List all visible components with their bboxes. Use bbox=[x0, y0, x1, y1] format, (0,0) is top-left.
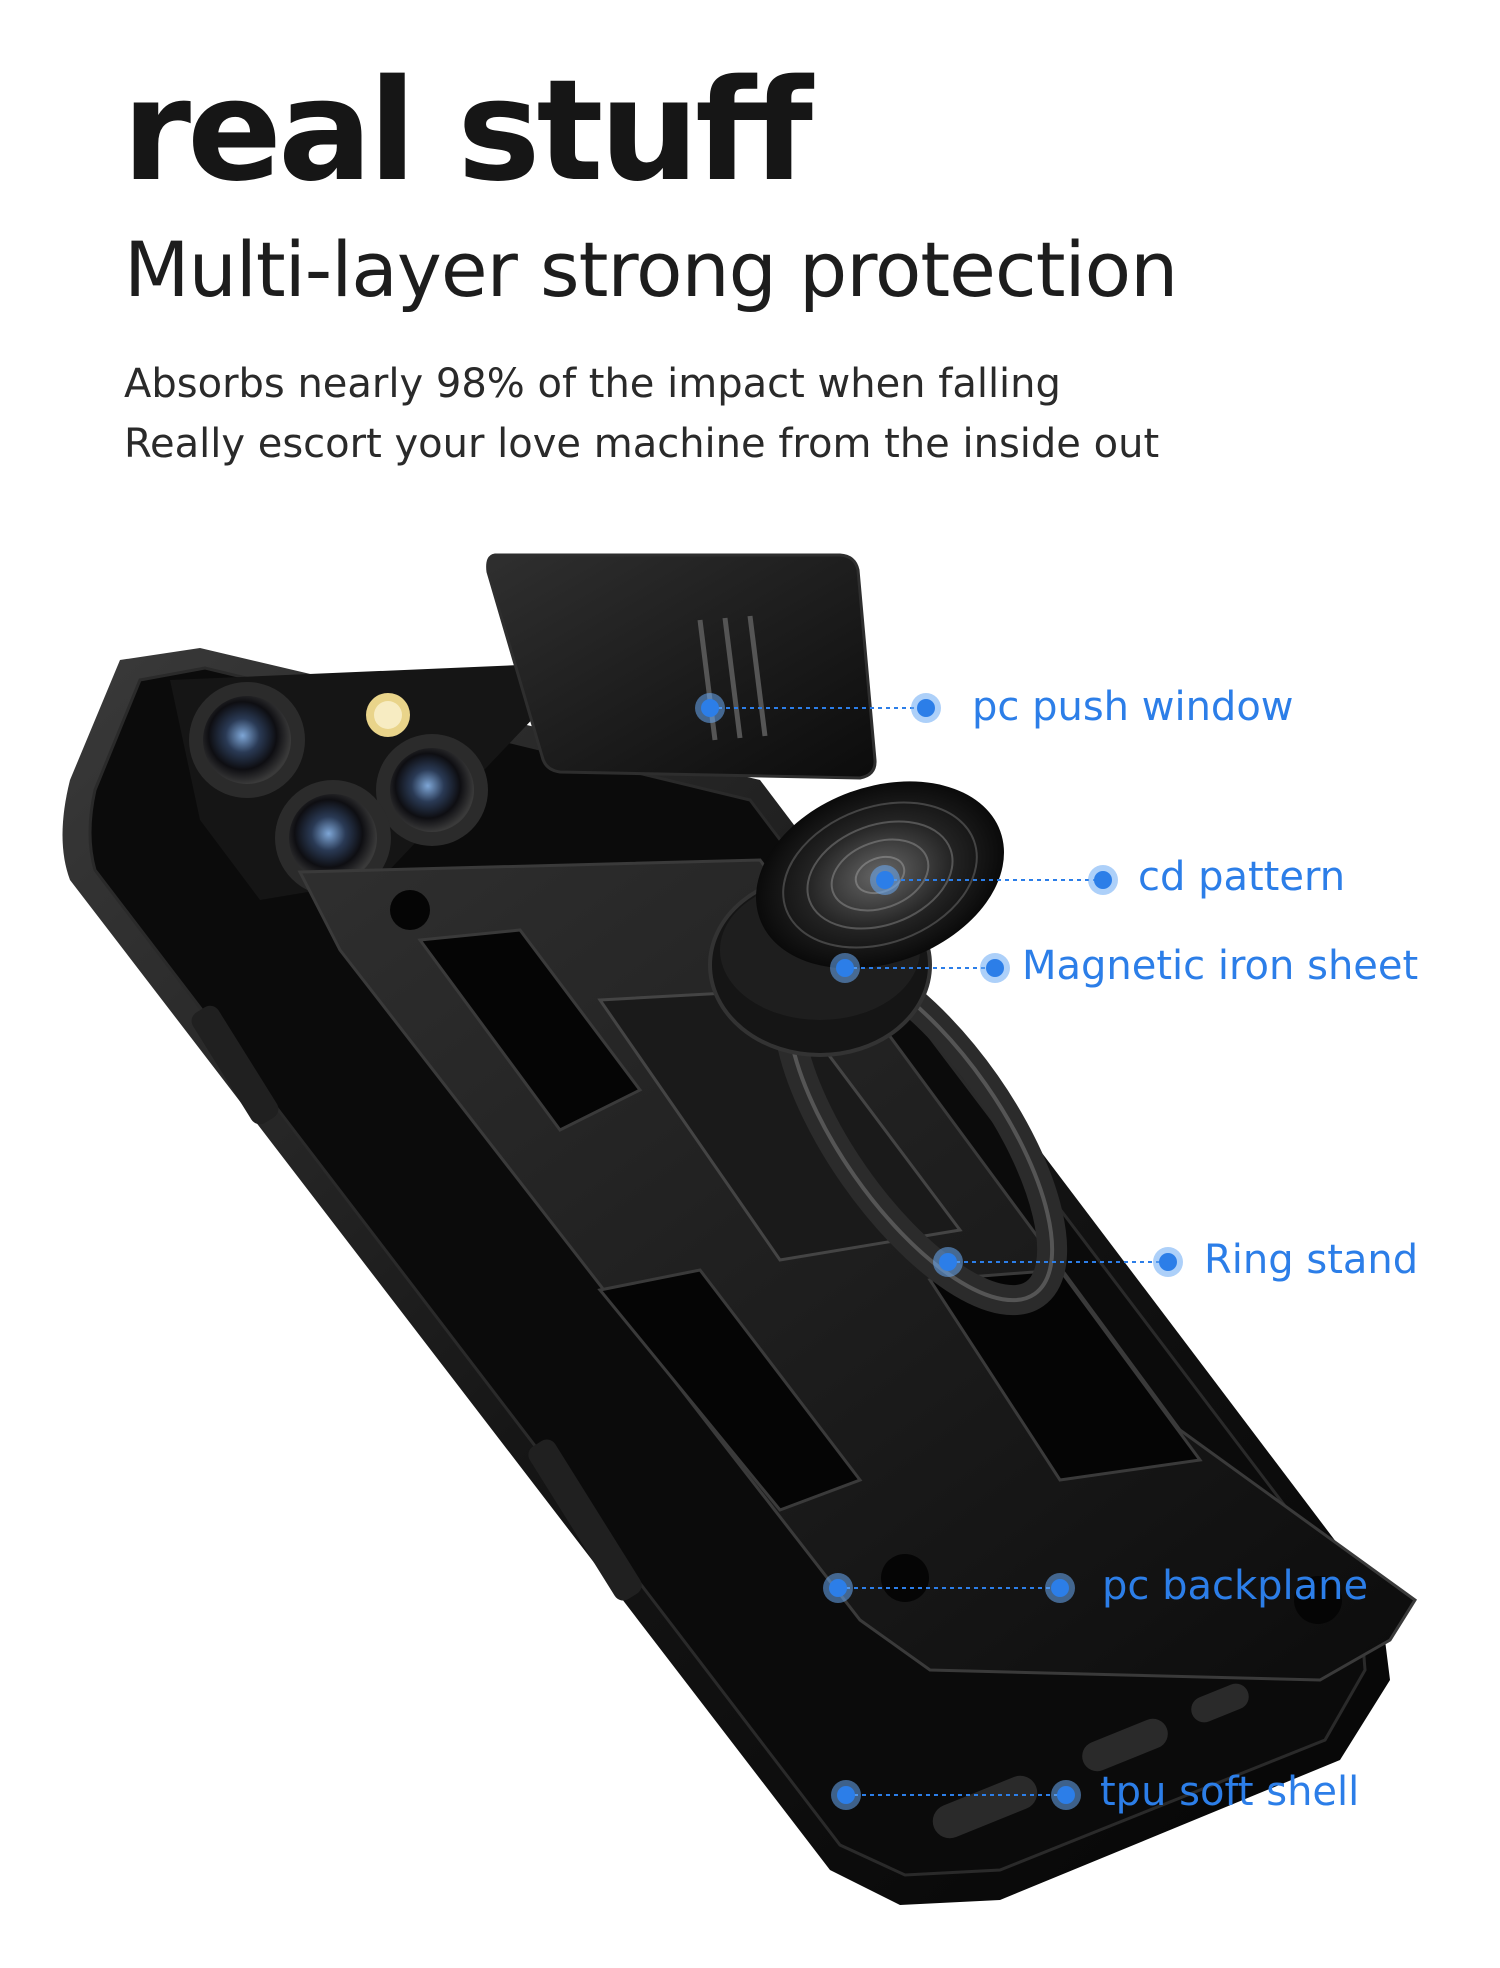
callout-label-ring-stand: Ring stand bbox=[1204, 1237, 1419, 1283]
camera-module bbox=[170, 665, 560, 900]
phone-case-illustration bbox=[62, 553, 1418, 1905]
pc-backplane bbox=[297, 858, 1418, 1682]
page-headline: real stuff bbox=[122, 50, 813, 213]
page-subheadline: Multi-layer strong protection bbox=[124, 225, 1178, 314]
callout-label-iron-sheet: Magnetic iron sheet bbox=[1022, 943, 1419, 989]
callout-dots bbox=[695, 693, 1183, 1810]
callout-leaders bbox=[710, 707, 1168, 1796]
callout-label-push-window: pc push window bbox=[972, 684, 1294, 730]
description-line-1: Absorbs nearly 98% of the impact when fa… bbox=[124, 361, 1061, 407]
callout-label-tpu-shell: tpu soft shell bbox=[1100, 1769, 1360, 1815]
callout-label-cd-pattern: cd pattern bbox=[1138, 854, 1346, 900]
description-line-2: Really escort your love machine from the… bbox=[124, 421, 1160, 467]
callout-label-backplane: pc backplane bbox=[1102, 1563, 1369, 1609]
pc-push-window bbox=[486, 553, 877, 780]
